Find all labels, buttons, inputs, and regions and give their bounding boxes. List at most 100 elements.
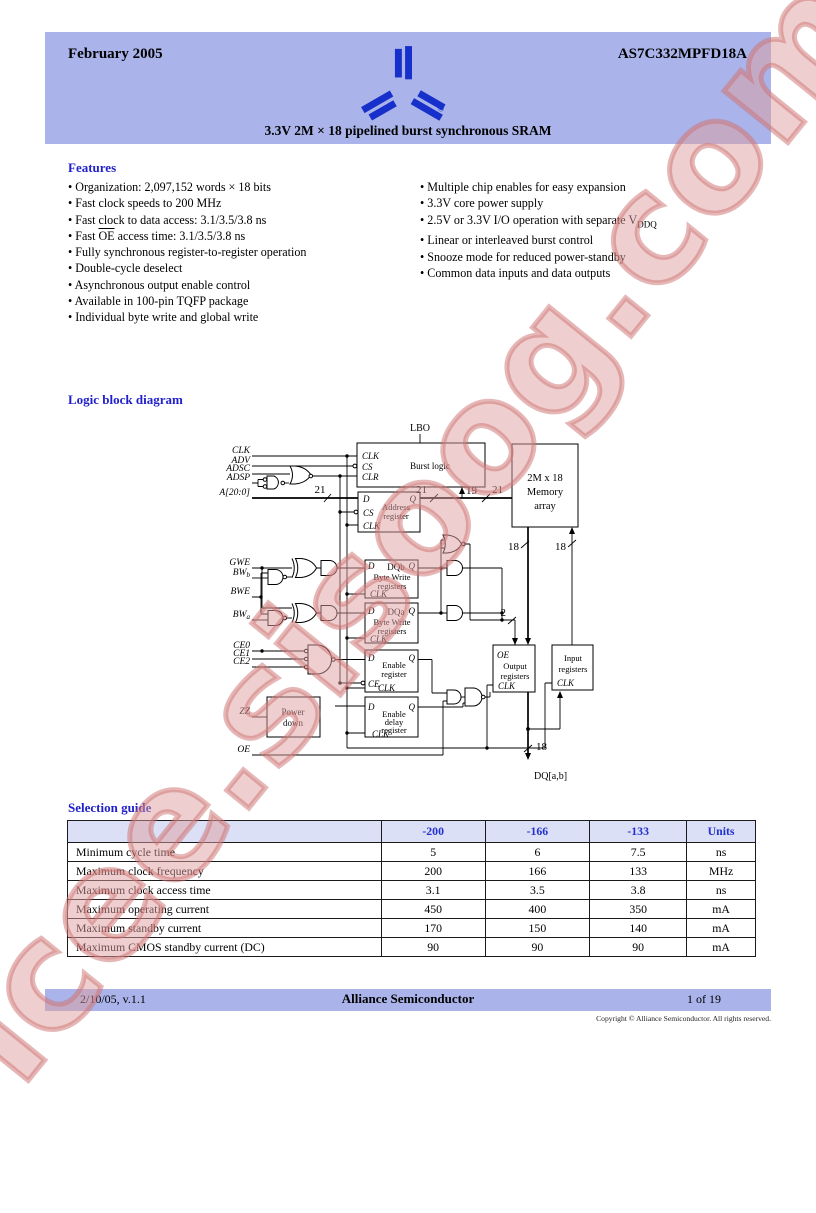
output-registers-box: [492, 644, 536, 693]
svg-text:18: 18: [536, 741, 548, 753]
svg-text:registers: registers: [501, 671, 530, 681]
arrowheads: [459, 487, 575, 760]
svg-text:OE: OE: [497, 650, 509, 660]
feature-item: Asynchronous output enable control: [68, 277, 420, 293]
clk-label: CLK: [232, 446, 251, 456]
svg-text:CLK: CLK: [370, 589, 388, 599]
svg-text:CLK: CLK: [557, 678, 575, 688]
feature-item: 2.5V or 3.3V I/O operation with separate…: [420, 212, 772, 233]
svg-text:CLK: CLK: [362, 451, 380, 461]
table-row: Maximum clock access time 3.1 3.5 3.8 ns: [67, 880, 756, 900]
zz-label: ZZ: [239, 707, 250, 717]
svg-text:Output: Output: [503, 661, 527, 671]
feature-item: Individual byte write and global write: [68, 309, 420, 325]
svg-text:D: D: [367, 702, 375, 712]
svg-text:CLK: CLK: [372, 729, 390, 739]
footer-company: Alliance Semiconductor: [341, 991, 475, 1006]
svg-text:DQb: DQb: [387, 562, 405, 572]
svg-text:Power: Power: [282, 707, 305, 717]
svg-text:CLK: CLK: [378, 683, 396, 693]
svg-text:D: D: [367, 561, 375, 571]
svg-text:CS: CS: [362, 462, 373, 472]
svg-text:Address: Address: [382, 502, 410, 512]
diagram-boxes: [266, 442, 594, 738]
table-row: Maximum operating current 450 400 350 mA: [67, 899, 756, 919]
ce2-label: CE2: [233, 657, 250, 667]
input-registers-box: [551, 644, 594, 691]
svg-text:D: D: [367, 653, 375, 663]
feature-item: Fast OE access time: 3.1/3.5/3.8 ns: [68, 228, 420, 244]
bus-slashes: [323, 493, 577, 753]
power-down-box: [266, 696, 321, 738]
col-header-133: -133: [589, 820, 688, 843]
features-list-right: Multiple chip enables for easy expansion…: [420, 179, 772, 281]
feature-item: Fast clock to data access: 3.1/3.5/3.8 n…: [68, 212, 420, 228]
feature-item: Linear or interleaved burst control: [420, 232, 772, 248]
footer-page-number: 1 of 19: [687, 992, 721, 1006]
feature-item: Double-cycle deselect: [68, 260, 420, 276]
feature-item: Snooze mode for reduced power-standby: [420, 249, 772, 265]
svg-text:Burst logic: Burst logic: [410, 461, 450, 471]
registered-trademark: ®: [437, 104, 444, 114]
selection-guide-table: -200 -166 -133 Units Minimum cycle time …: [67, 820, 756, 957]
dq-bus-label: DQ[a,b]: [534, 771, 567, 782]
address-bus-label: A[20:0]: [218, 488, 250, 498]
col-header-166: -166: [484, 820, 591, 843]
svg-text:register: register: [383, 511, 409, 521]
adsp-label: ADSP: [226, 473, 250, 483]
gwe-label: GWE: [229, 558, 250, 568]
bwe-label: BWE: [230, 587, 250, 597]
svg-text:registers: registers: [559, 664, 588, 674]
feature-item: 3.3V core power supply: [420, 195, 772, 211]
svg-text:registers: registers: [378, 581, 407, 591]
svg-text:CE: CE: [368, 679, 380, 689]
logo-arm-right: [410, 90, 446, 121]
adv-label: ADV: [231, 456, 252, 466]
ce0-label: CE0: [233, 641, 250, 651]
feature-item: Multiple chip enables for easy expansion: [420, 179, 772, 195]
svg-text:18: 18: [555, 541, 567, 553]
lbo-label: LBO: [410, 423, 430, 434]
bwa-label: BWa: [233, 610, 251, 621]
features-list-left: Organization: 2,097,152 words × 18 bits …: [68, 179, 420, 326]
svg-text:Byte Write: Byte Write: [373, 572, 410, 582]
copyright-notice: Copyright © Alliance Semiconductor. All …: [596, 1014, 771, 1023]
svg-text:21: 21: [416, 484, 427, 496]
svg-text:register: register: [381, 669, 407, 679]
svg-text:Byte Write: Byte Write: [373, 617, 410, 627]
features-heading: Features: [68, 160, 117, 175]
footer-version: 2/10/05, v.1.1: [80, 992, 146, 1006]
header-band: February 2005 AS7C332MPFD18A ® 3.3V 2M ×…: [45, 32, 771, 144]
dqb-byte-write-box: [364, 559, 419, 599]
svg-text:Q: Q: [409, 653, 416, 663]
enable-delay-register-box: [364, 696, 419, 738]
dqa-byte-write-box: [364, 602, 419, 644]
part-number: AS7C332MPFD18A: [617, 46, 747, 62]
footer-band: 2/10/05, v.1.1 Alliance Semiconductor 1 …: [45, 989, 771, 1011]
bwb-label: BWb: [233, 568, 251, 579]
logo-arm-left: [361, 90, 397, 121]
col-header-blank: [67, 820, 382, 843]
svg-text:Enable: Enable: [382, 709, 406, 719]
col-header-200: -200: [380, 820, 486, 843]
enable-register-box: [364, 649, 419, 693]
svg-text:CS: CS: [363, 508, 374, 518]
ce1-label: CE1: [233, 649, 250, 659]
logo-arm-up: [394, 46, 413, 80]
table-row: Maximum standby current 170 150 140 mA: [67, 918, 756, 938]
junction-dots: [259, 454, 530, 750]
table-header-row: -200 -166 -133 Units: [67, 820, 756, 843]
col-header-units: Units: [686, 820, 756, 843]
signal-labels: CLK ADV ADSC ADSP A[20:0] GWE BWb BWE BW…: [218, 423, 430, 755]
svg-text:CLR: CLR: [362, 472, 379, 482]
oe-label: OE: [237, 745, 250, 755]
svg-text:CLK: CLK: [363, 521, 381, 531]
alliance-logo-icon: ®: [361, 46, 446, 121]
svg-text:D: D: [367, 606, 375, 616]
svg-text:array: array: [534, 501, 556, 512]
svg-text:DQa: DQa: [388, 607, 405, 617]
diagram-heading: Logic block diagram: [68, 392, 183, 407]
feature-item: Common data inputs and data outputs: [420, 265, 772, 281]
svg-text:2: 2: [501, 607, 507, 619]
selection-guide-heading: Selection guide: [68, 800, 152, 815]
